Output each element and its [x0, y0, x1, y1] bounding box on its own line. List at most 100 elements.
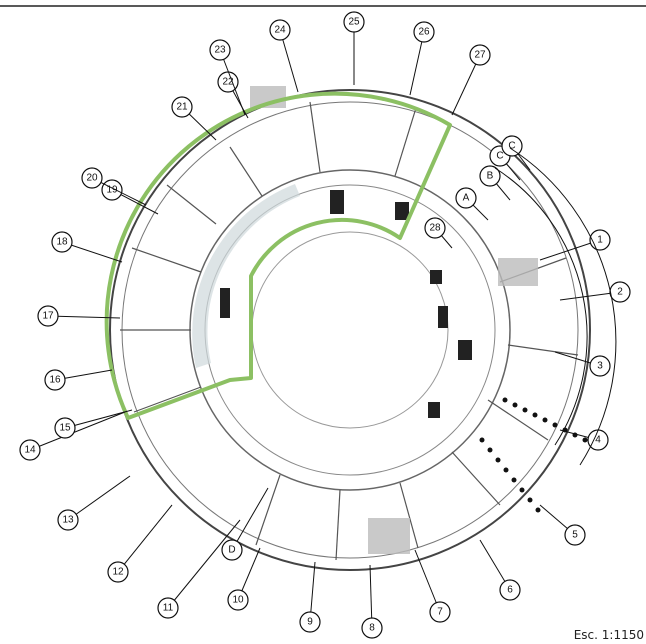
callout-circle	[19, 439, 41, 461]
callout-label: 16	[49, 375, 61, 386]
callout-15: 15	[54, 409, 133, 439]
callout-label: 24	[274, 25, 286, 36]
leader-line	[219, 49, 246, 116]
callout-label: 11	[163, 603, 174, 614]
callout-3: 3	[554, 351, 611, 377]
callout-c: C	[501, 135, 531, 171]
callout-circle	[54, 417, 76, 439]
callout-label: 13	[62, 515, 74, 526]
callout-label: 8	[369, 623, 375, 634]
callout-27: 27	[451, 44, 491, 116]
callout-circle	[171, 96, 193, 118]
callout-7: 7	[414, 549, 451, 623]
callout-label: 27	[474, 50, 486, 61]
leader-line	[64, 409, 133, 429]
callout-label: 6	[507, 585, 513, 596]
callout-label: 9	[307, 617, 313, 628]
callout-6: 6	[479, 539, 521, 601]
callout-23: 23	[209, 39, 246, 116]
callout-10: 10	[227, 547, 261, 611]
callout-label: C	[496, 151, 503, 162]
callout-13: 13	[57, 475, 131, 531]
callout-16: 16	[44, 369, 113, 391]
callout-12: 12	[107, 504, 173, 583]
radial-walls	[120, 101, 579, 561]
callout-label: 17	[42, 311, 54, 322]
callout-label: A	[463, 193, 470, 204]
callout-circle	[37, 305, 59, 327]
callout-25: 25	[343, 11, 365, 85]
callout-label: 25	[348, 17, 360, 28]
callout-circle	[51, 231, 73, 253]
callout-circle	[299, 611, 321, 633]
leader-arc-d	[509, 147, 617, 466]
outer-ring	[109, 89, 591, 571]
leader-line	[409, 31, 425, 96]
callout-label: 14	[24, 445, 36, 456]
callout-label: 28	[429, 223, 441, 234]
corridor-band	[192, 184, 300, 368]
callout-label: 21	[176, 102, 188, 113]
callout-circle	[269, 19, 291, 41]
leader-line	[47, 315, 121, 319]
callout-label: 1	[597, 235, 603, 246]
leader-line	[231, 487, 269, 551]
callout-label: 19	[106, 185, 118, 196]
callout-20: 20	[81, 167, 147, 206]
callout-2: 2	[559, 281, 631, 303]
callout-21: 21	[171, 96, 217, 141]
callout-circle	[209, 39, 231, 61]
callout-circle	[157, 597, 179, 619]
callout-circle	[501, 135, 523, 157]
callout-circle	[499, 579, 521, 601]
callout-label: B	[487, 171, 494, 182]
callout-label: 12	[112, 567, 124, 578]
callout-label: 22	[222, 77, 234, 88]
inner-ring	[251, 231, 449, 429]
callout-circle	[44, 369, 66, 391]
callout-11: 11	[157, 519, 241, 619]
callout-circle	[455, 187, 477, 209]
callouts: 1234567891011121314151617181920212223242…	[19, 11, 631, 639]
callout-9: 9	[299, 561, 321, 633]
leader-line	[117, 504, 173, 573]
callout-label: 7	[437, 607, 443, 618]
callout-14: 14	[19, 411, 126, 461]
callout-28: 28	[424, 217, 453, 249]
leader-line	[167, 519, 241, 609]
column-rows	[479, 397, 598, 513]
callout-circle	[424, 217, 446, 239]
callout-label: 23	[214, 45, 226, 56]
callout-circle	[227, 589, 249, 611]
callout-label: 18	[56, 237, 68, 248]
callout-label: 3	[597, 361, 603, 372]
interior-blocks	[220, 190, 472, 418]
callout-circle	[57, 509, 79, 531]
callout-circle	[81, 167, 103, 189]
callout-circle	[361, 617, 383, 639]
callout-circle	[413, 21, 435, 43]
callout-circle	[429, 601, 451, 623]
leader-line	[67, 475, 131, 521]
callout-18: 18	[51, 231, 123, 263]
callout-d: D	[221, 487, 269, 561]
callout-label: 15	[59, 423, 71, 434]
callout-17: 17	[37, 305, 121, 327]
hatched-rooms	[250, 86, 538, 554]
callout-26: 26	[409, 21, 435, 96]
leader-line	[29, 411, 126, 451]
callout-label: C	[508, 141, 515, 152]
callout-label: 26	[418, 27, 430, 38]
callout-a: A	[455, 187, 489, 221]
callout-circle	[469, 44, 491, 66]
leader-line	[451, 54, 481, 116]
callout-circle	[107, 561, 129, 583]
callout-circle	[479, 165, 501, 187]
leader-line	[279, 29, 299, 93]
callout-circle	[343, 11, 365, 33]
corridor-ring	[189, 169, 511, 491]
callout-22: 22	[217, 71, 249, 119]
highlighted-zone	[104, 91, 452, 420]
callout-label: 20	[86, 173, 98, 184]
